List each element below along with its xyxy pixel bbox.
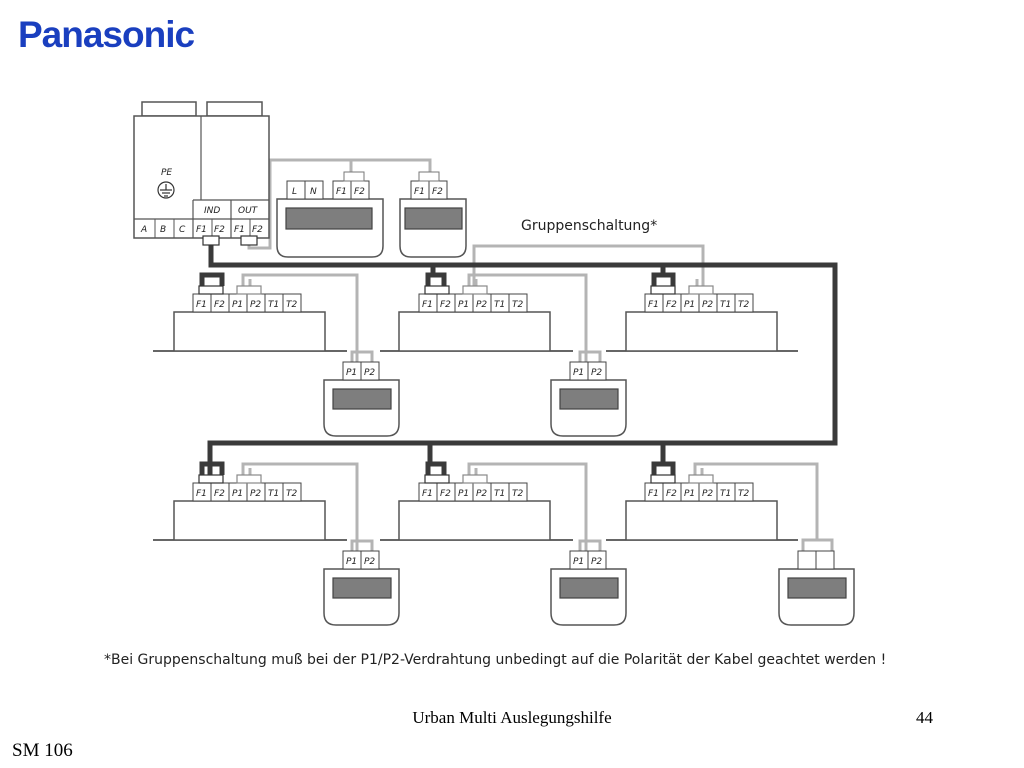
page-number: 44 (916, 708, 933, 727)
indoor-unit-3: F1 F2 P1 P2 T1 T2 (606, 285, 798, 352)
terminal-label: P1 (232, 489, 243, 499)
terminal-label: F2 (214, 300, 225, 310)
transmission-wiring (199, 235, 838, 475)
terminal-label: T2 (738, 300, 749, 310)
terminal-label: T1 (720, 300, 731, 310)
terminal-c: C (179, 225, 186, 235)
terminal-label: P2 (591, 557, 602, 567)
second-controller: F1 F2 (399, 171, 467, 258)
terminal-label: P1 (573, 368, 584, 378)
terminal-label: P1 (573, 557, 584, 567)
terminal-label: T2 (512, 489, 523, 499)
ind-label: IND (204, 206, 220, 216)
indoor-unit-1: F1 F2 P1 P2 T1 T2 (153, 285, 347, 352)
remote-controller-5 (778, 550, 855, 626)
terminal-label: P2 (250, 300, 261, 310)
terminal-label: P2 (364, 368, 375, 378)
document-code: SM 106 (12, 740, 73, 761)
remote-controller-3: P1 P2 (323, 550, 400, 626)
terminal-label: T2 (512, 300, 523, 310)
terminal-label: F1 (648, 300, 659, 310)
terminal-label: P2 (364, 557, 375, 567)
polarity-footnote: *Bei Gruppenschaltung muß bei der P1/P2-… (104, 652, 886, 668)
terminal-f1: F1 (414, 187, 425, 197)
terminal-label: F2 (214, 489, 225, 499)
terminal-f1: F1 (336, 187, 347, 197)
indoor-unit-2: F1 F2 P1 P2 T1 T2 (380, 285, 573, 352)
terminal-label: P1 (232, 300, 243, 310)
terminal-b: B (160, 225, 166, 235)
terminal-out-f2: F2 (252, 225, 263, 235)
terminal-label: F2 (440, 300, 451, 310)
terminal-label: F2 (666, 489, 677, 499)
terminal-label: T1 (268, 489, 279, 499)
terminal-a: A (140, 225, 147, 235)
panasonic-logo: Panasonic (18, 14, 195, 55)
terminal-label: P2 (476, 300, 487, 310)
terminal-l: L (292, 187, 297, 197)
out-label: OUT (238, 206, 259, 216)
terminal-label: T1 (268, 300, 279, 310)
terminal-label: P2 (702, 489, 713, 499)
indoor-unit-5: F1 F2 P1 P2 T1 T2 (380, 474, 573, 541)
terminal-ind-f1: F1 (196, 225, 207, 235)
outdoor-unit: PE IND OUT A B C F1 F2 F1 F2 (133, 101, 270, 246)
display-screen (559, 577, 619, 599)
terminal-label: P1 (346, 557, 357, 567)
terminal-label: F2 (666, 300, 677, 310)
ground-icon (157, 181, 175, 199)
remote-controller-2: P1 P2 (550, 361, 627, 437)
terminal-label: P2 (591, 368, 602, 378)
display-screen (404, 207, 463, 230)
footer-title: Urban Multi Auslegungshilfe (412, 708, 612, 727)
remote-controller-1: P1 P2 (323, 361, 400, 437)
terminal-label: P1 (458, 489, 469, 499)
terminal-label: F2 (440, 489, 451, 499)
terminal-f2: F2 (432, 187, 443, 197)
terminal-label: F1 (196, 489, 207, 499)
terminal-label: P1 (684, 489, 695, 499)
indoor-unit-6: F1 F2 P1 P2 T1 T2 (606, 474, 798, 541)
terminal-f2: F2 (354, 187, 365, 197)
terminal-label: T2 (738, 489, 749, 499)
terminal-label: T1 (720, 489, 731, 499)
terminal-label: T2 (286, 300, 297, 310)
terminal-label: P1 (458, 300, 469, 310)
remote-controller-4: P1 P2 (550, 550, 627, 626)
display-screen (787, 577, 847, 599)
terminal-out-f1: F1 (234, 225, 245, 235)
display-screen (559, 388, 619, 410)
terminal-label: P2 (702, 300, 713, 310)
display-screen (332, 388, 392, 410)
terminal-label: F1 (196, 300, 207, 310)
indoor-unit-4: F1 F2 P1 P2 T1 T2 (153, 474, 347, 541)
display-screen (285, 207, 373, 230)
terminal-label: T2 (286, 489, 297, 499)
terminal-label: F1 (648, 489, 659, 499)
terminal-label: F1 (422, 489, 433, 499)
terminal-label: P1 (684, 300, 695, 310)
display-screen (332, 577, 392, 599)
pe-label: PE (161, 168, 172, 178)
central-controller: L N F1 F2 (276, 171, 384, 258)
terminal-label: P2 (476, 489, 487, 499)
group-wiring-label: Gruppenschaltung* (521, 218, 657, 234)
terminal-n: N (310, 187, 317, 197)
terminal-ind-f2: F2 (214, 225, 225, 235)
terminal-label: T1 (494, 489, 505, 499)
terminal-label: P1 (346, 368, 357, 378)
terminal-label: P2 (250, 489, 261, 499)
terminal-label: F1 (422, 300, 433, 310)
terminal-label: T1 (494, 300, 505, 310)
